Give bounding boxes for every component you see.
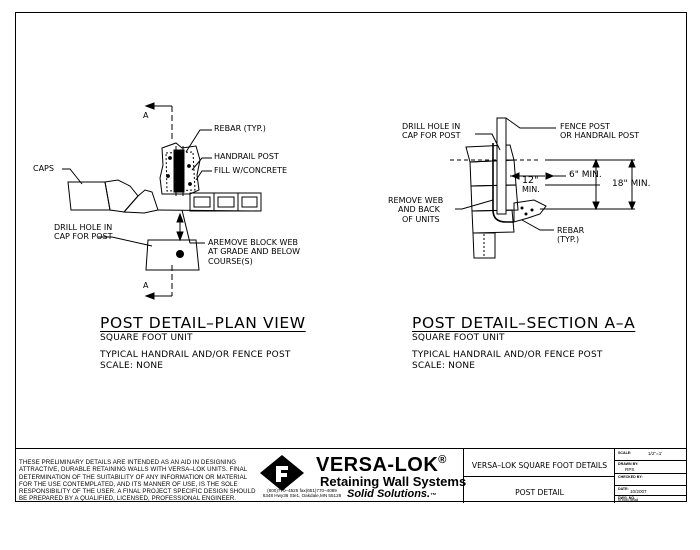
section-remove-line-2: AND BACK: [398, 205, 440, 215]
section-rebar-line-2: (TYP.): [557, 235, 580, 245]
plan-view-title: POST DETAIL–PLAN VIEW: [100, 314, 306, 332]
drawing-info-cell: SCALE: 1/2"=1' DRAWN BY: RPS CHECKED BY:…: [614, 449, 687, 503]
plan-leaders: [62, 129, 212, 247]
drawing-title-cell: VERSA–LOK SQUARE FOOT DETAILS POST DETAI…: [463, 449, 614, 503]
section-fence-post-label: FENCE POST OR HANDRAIL POST: [560, 122, 639, 141]
versa-lok-logo-icon: [260, 455, 304, 491]
plan-section-marker-bottom: A: [143, 281, 149, 290]
plan-handrail-label: HANDRAIL POST: [214, 152, 279, 161]
info-divider-2: [615, 473, 687, 474]
section-dim-12-min: MIN.: [522, 185, 540, 195]
section-view-sub1: SQUARE FOOT UNIT: [412, 333, 505, 343]
section-view-sub2: TYPICAL HANDRAIL AND/OR FENCE POST: [412, 350, 603, 360]
plan-drill-line-2: CAP FOR POST: [54, 232, 113, 242]
info-divider-3: [615, 485, 687, 486]
plan-cap-blocks: [67, 179, 262, 214]
scale-value: 1/2"=1': [648, 451, 663, 456]
disclaimer-text: THESE PRELIMINARY DETAILS ARE INTENDED A…: [19, 459, 256, 503]
plan-drill-label: DRILL HOLE IN CAP FOR POST: [54, 223, 113, 242]
logo-contact-phone: (800)770–4525 fax(651)770–4089: [267, 488, 337, 493]
section-view-title: POST DETAIL–SECTION A–A: [412, 314, 636, 332]
date-value: 10/2007: [630, 489, 647, 494]
plan-post-assembly: [159, 142, 201, 196]
section-remove-line-1: REMOVE WEB: [388, 196, 444, 205]
plan-remove-line-2: AT GRADE AND BELOW: [208, 247, 301, 257]
logo-tm-mark: ™: [430, 493, 437, 499]
info-divider-4: [615, 495, 687, 496]
title-block: THESE PRELIMINARY DETAILS ARE INTENDED A…: [15, 448, 687, 503]
dwg-no-label: DWG. NO.: [618, 496, 636, 500]
dwg-no-value: sf post detail: [618, 498, 639, 502]
section-leaders: [455, 117, 556, 231]
plan-caps-label: CAPS: [33, 164, 54, 173]
section-drill-label: DRILL HOLE IN CAP FOR POST: [402, 122, 461, 141]
section-dim-12-label: 12" MIN.: [522, 176, 540, 195]
section-view-sub3: SCALE: NONE: [412, 361, 476, 371]
drawing-title-divider: [464, 476, 614, 477]
section-cut-top: [144, 102, 173, 140]
date-label: DATE:: [618, 487, 629, 491]
section-dimensions: [510, 158, 636, 211]
plan-view-sub1: SQUARE FOOT UNIT: [100, 333, 193, 343]
section-fence-line-1: FENCE POST: [560, 122, 610, 131]
plan-view-sub3: SCALE: NONE: [100, 361, 164, 371]
logo-name: VERSA-LOK®: [316, 454, 447, 477]
logo-slogan: Solid Solutions.™: [347, 488, 436, 500]
logo-name-text: VERSA-LOK: [316, 454, 439, 476]
section-remove-line-3: OF UNITS: [402, 214, 440, 224]
section-drill-line-1: DRILL HOLE IN: [402, 122, 461, 131]
info-divider-1: [615, 460, 687, 461]
section-post: [492, 117, 514, 223]
section-remove-web-label: REMOVE WEB AND BACK OF UNITS: [388, 196, 443, 224]
logo-contact: (800)770–4525 fax(651)770–4089 6348 Hwy3…: [262, 488, 342, 498]
plan-rebar-label: REBAR (TYP.): [214, 124, 266, 133]
plan-remove-line-3: COURSE(S): [208, 256, 253, 266]
plan-remove-line-1: AREMOVE BLOCK WEB: [208, 238, 298, 247]
section-dim-18-label: 18" MIN.: [612, 179, 651, 189]
plan-remove-web-label: AREMOVE BLOCK WEB AT GRADE AND BELOW COU…: [208, 238, 300, 266]
plan-drill-line-1: DRILL HOLE IN: [54, 223, 113, 232]
checked-by-label: CHECKED BY:: [618, 475, 643, 479]
section-dim-12: 12": [522, 175, 539, 186]
drawing-subtitle: POST DETAIL: [515, 488, 564, 497]
logo-slogan-text: Solid Solutions.: [347, 488, 431, 500]
plan-view-sub2: TYPICAL HANDRAIL AND/OR FENCE POST: [100, 350, 291, 360]
section-rebar-label: REBAR (TYP.): [557, 226, 584, 245]
drawn-by-value: RPS: [625, 467, 635, 472]
scale-label: SCALE:: [618, 451, 632, 455]
drawn-by-label: DRAWN BY:: [618, 462, 639, 466]
section-fence-line-2: OR HANDRAIL POST: [560, 131, 640, 141]
sheet-border: [15, 12, 687, 502]
logo-tagline: Retaining Wall Systems: [320, 474, 467, 489]
drawing-title: VERSA–LOK SQUARE FOOT DETAILS: [471, 461, 608, 470]
plan-fill-label: FILL W/CONCRETE: [214, 166, 288, 175]
section-drill-line-2: CAP FOR POST: [402, 131, 461, 141]
section-rebar-line-1: REBAR: [557, 226, 585, 235]
plan-section-marker-top: A: [143, 111, 149, 120]
logo-contact-address: 6348 Hwy36 Ste1, Oakdale,MN 55128: [262, 493, 342, 499]
section-dim-6-label: 6" MIN.: [569, 170, 602, 180]
logo-registered-mark: ®: [438, 454, 447, 466]
